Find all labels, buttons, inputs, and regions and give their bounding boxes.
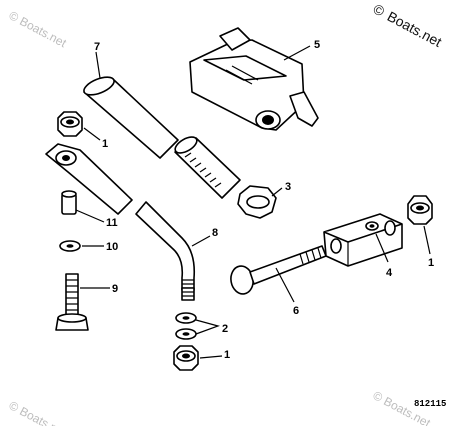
part-1-nut-top	[57, 111, 83, 137]
callout-11: 11	[106, 217, 118, 229]
part-1-nut-right	[407, 195, 433, 225]
part-10-washer	[59, 240, 81, 252]
figure-number: 812115	[414, 399, 446, 409]
watermark-bottom-left: © Boats.net	[7, 398, 70, 426]
callout-9: 9	[112, 283, 118, 295]
part-4-clamp-block	[323, 213, 403, 267]
callout-1-bottom: 1	[224, 349, 230, 361]
part-2-washers	[175, 312, 197, 340]
watermark-main: © Boats.net	[371, 1, 445, 50]
part-9-bolt	[55, 273, 89, 331]
part-8-rod	[135, 201, 196, 301]
part-3-nut	[237, 185, 277, 219]
callout-1-top: 1	[102, 138, 108, 150]
leader-lines	[75, 45, 431, 359]
callout-6: 6	[293, 305, 299, 317]
watermark-brand: Boats.net	[385, 8, 445, 50]
copyright-symbol: ©	[371, 1, 388, 20]
part-6-carriage-bolt	[230, 245, 327, 295]
callout-7: 7	[94, 41, 100, 53]
callout-1-right: 1	[428, 257, 434, 269]
callout-2: 2	[222, 323, 228, 335]
callout-8: 8	[212, 227, 218, 239]
callout-5: 5	[314, 39, 320, 51]
part-link-arm	[45, 143, 133, 215]
callout-10: 10	[106, 241, 118, 253]
watermark-top-left: © Boats.net	[7, 8, 70, 50]
part-1-nut-bottom	[173, 345, 199, 371]
part-5-bracket	[189, 27, 319, 131]
part-11-spacer	[61, 190, 77, 215]
part-7-tube	[83, 76, 241, 199]
callout-3: 3	[285, 181, 291, 193]
callout-4: 4	[386, 267, 393, 279]
